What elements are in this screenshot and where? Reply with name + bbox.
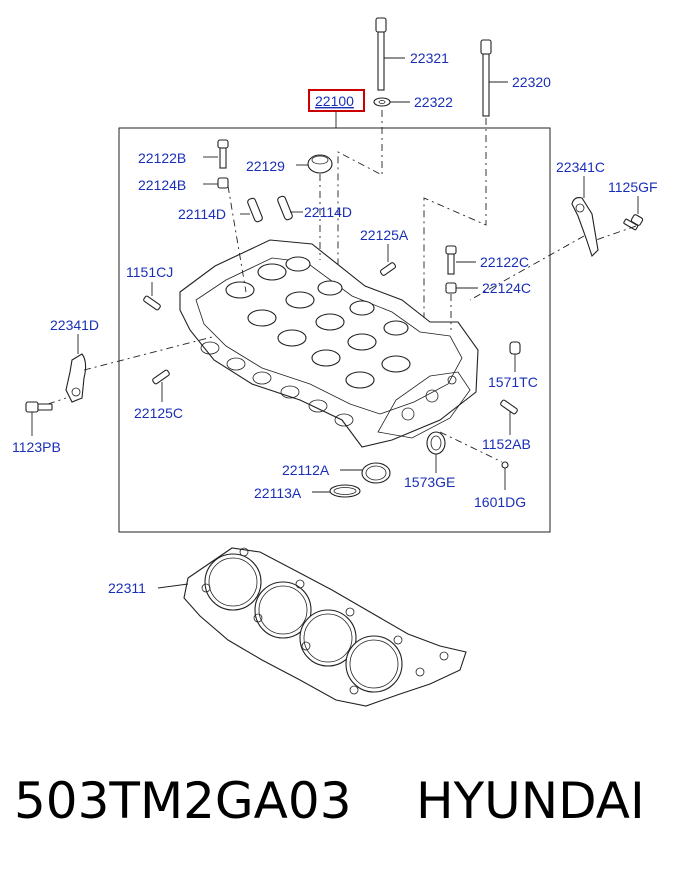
gasket-22112A bbox=[340, 462, 391, 484]
part-22100-callout[interactable]: 22100 bbox=[308, 89, 365, 128]
dowel-22124B bbox=[203, 177, 229, 189]
cap-1571TC bbox=[509, 341, 521, 372]
label-22311[interactable]: 22311 bbox=[108, 580, 146, 596]
label-22122B[interactable]: 22122B bbox=[138, 150, 186, 166]
label-22320[interactable]: 22320 bbox=[512, 74, 551, 90]
label-22122C[interactable]: 22122C bbox=[480, 254, 529, 270]
plug-1601DG bbox=[501, 461, 509, 490]
label-1601DG[interactable]: 1601DG bbox=[474, 494, 526, 510]
label-1125GF[interactable]: 1125GF bbox=[608, 179, 658, 195]
footer: 503TM2GA03 HYUNDAI bbox=[0, 772, 682, 842]
head-gasket-22311 bbox=[157, 547, 467, 707]
label-22114D-right[interactable]: 22114D bbox=[304, 204, 352, 220]
part-22100-label[interactable]: 22100 bbox=[315, 93, 354, 109]
label-22113A[interactable]: 22113A bbox=[254, 485, 302, 501]
assembly-frame bbox=[118, 127, 551, 533]
bolt-1123PB bbox=[25, 401, 53, 436]
label-22125A[interactable]: 22125A bbox=[360, 227, 409, 243]
bolt-22122B bbox=[203, 139, 229, 169]
pin-22125C bbox=[152, 369, 170, 402]
label-22341C[interactable]: 22341C bbox=[556, 159, 605, 175]
label-22125C[interactable]: 22125C bbox=[134, 405, 183, 421]
head-bolt-22321 bbox=[375, 17, 405, 91]
label-22114D-left[interactable]: 22114D bbox=[178, 206, 226, 222]
bolt-1125GF bbox=[623, 196, 644, 231]
guide-22114D-left bbox=[240, 197, 263, 223]
label-1152AB[interactable]: 1152AB bbox=[482, 436, 531, 452]
label-22124B[interactable]: 22124B bbox=[138, 177, 186, 193]
label-1571TC[interactable]: 1571TC bbox=[488, 374, 538, 390]
label-1573GE[interactable]: 1573GE bbox=[404, 474, 455, 490]
label-22112A[interactable]: 22112A bbox=[282, 462, 330, 478]
label-22341D[interactable]: 22341D bbox=[50, 317, 99, 333]
label-1151CJ[interactable]: 1151CJ bbox=[126, 264, 173, 280]
label-22321[interactable]: 22321 bbox=[410, 50, 449, 66]
washer-22322 bbox=[373, 97, 410, 107]
head-bolt-22320 bbox=[480, 39, 508, 117]
label-1123PB[interactable]: 1123PB bbox=[12, 439, 61, 455]
pin-22125A bbox=[379, 244, 397, 276]
label-22124C[interactable]: 22124C bbox=[482, 280, 531, 296]
plug-22129 bbox=[296, 154, 333, 174]
label-22129[interactable]: 22129 bbox=[246, 158, 285, 174]
seal-1573GE bbox=[426, 431, 446, 473]
bracket-22341C bbox=[571, 176, 599, 258]
bolt-22122C bbox=[445, 245, 476, 275]
label-22322[interactable]: 22322 bbox=[414, 94, 453, 110]
dowel-22124C bbox=[445, 282, 478, 294]
cylinder-head bbox=[179, 239, 479, 448]
bracket-22341D bbox=[65, 334, 87, 403]
part-code: 503TM2GA03 bbox=[14, 772, 352, 830]
pin-1151CJ bbox=[143, 282, 161, 311]
guide-22114D-right bbox=[277, 195, 303, 221]
brand-name: HYUNDAI bbox=[416, 772, 645, 830]
gasket-22113A bbox=[312, 484, 361, 498]
pin-1152AB bbox=[500, 399, 518, 435]
